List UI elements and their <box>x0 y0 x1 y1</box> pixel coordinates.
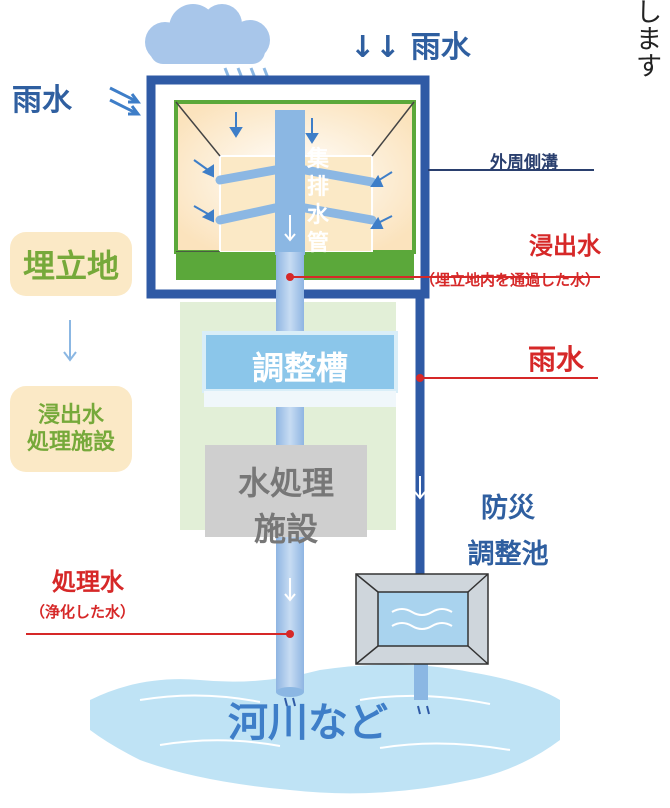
collection-pipe-char: 管 <box>306 231 329 256</box>
treated-water-label: 処理水 <box>52 568 124 596</box>
leader-lines <box>26 169 600 638</box>
disaster-pond-line: 調整池 <box>467 539 549 570</box>
disaster-pond <box>355 573 489 665</box>
leachate-sublabel: （埋立地内を通過した水） <box>420 271 601 289</box>
legend-landfill-label: 埋立地 <box>22 247 119 285</box>
disaster-pond-line: 防災 <box>481 493 535 524</box>
cut-off-text: し ま す <box>636 0 662 81</box>
leachate-label: 浸出水 <box>529 232 601 260</box>
river-label: 河川など <box>228 700 388 746</box>
disaster-pond-label: 防災 調整池 <box>448 486 568 578</box>
drip-marks <box>284 697 430 715</box>
cut-off-line: す <box>636 52 663 82</box>
water-treatment-line: 施設 <box>253 510 318 548</box>
collection-pipe-char: 集 <box>306 147 329 172</box>
legend-landfill: 埋立地 <box>10 232 132 296</box>
branch-pipes <box>215 165 377 225</box>
adjustment-tank-label: 調整槽 <box>251 349 348 387</box>
rain-top-label: ↓↓ 雨水 <box>350 30 471 65</box>
collection-pipe-char: 水 <box>306 203 329 228</box>
main-pipe-end <box>276 687 304 697</box>
rain-left-label: 雨水 <box>12 83 72 118</box>
water-treatment-line: 水処理 <box>237 464 334 502</box>
adjustment-tank-base <box>204 391 396 407</box>
side-ditch-label: 外周側溝 <box>490 153 558 173</box>
cut-off-line: ま <box>636 25 663 55</box>
collection-pipe-char: 排 <box>306 175 329 200</box>
collection-pipe-label: 集 排 水 管 <box>302 146 334 258</box>
legend-plant-line: 処理施設 <box>26 430 115 455</box>
water-treatment-box <box>205 445 367 537</box>
legend-arrow-icon <box>63 320 77 362</box>
pipe-arrows <box>284 215 426 602</box>
legend-plant-line: 浸出水 <box>37 402 104 428</box>
rain-left-arrow-icon <box>109 86 141 116</box>
flow-arrows <box>193 112 393 229</box>
rain-pipe-label: 雨水 <box>528 343 585 376</box>
water-treatment-label: 水処理 施設 <box>205 460 367 552</box>
legend-treatment-plant: 浸出水 処理施設 <box>10 386 132 472</box>
cloud-icon <box>145 4 270 64</box>
treated-water-sublabel: （浄化した水） <box>30 603 136 621</box>
cut-off-line: し <box>636 0 663 28</box>
